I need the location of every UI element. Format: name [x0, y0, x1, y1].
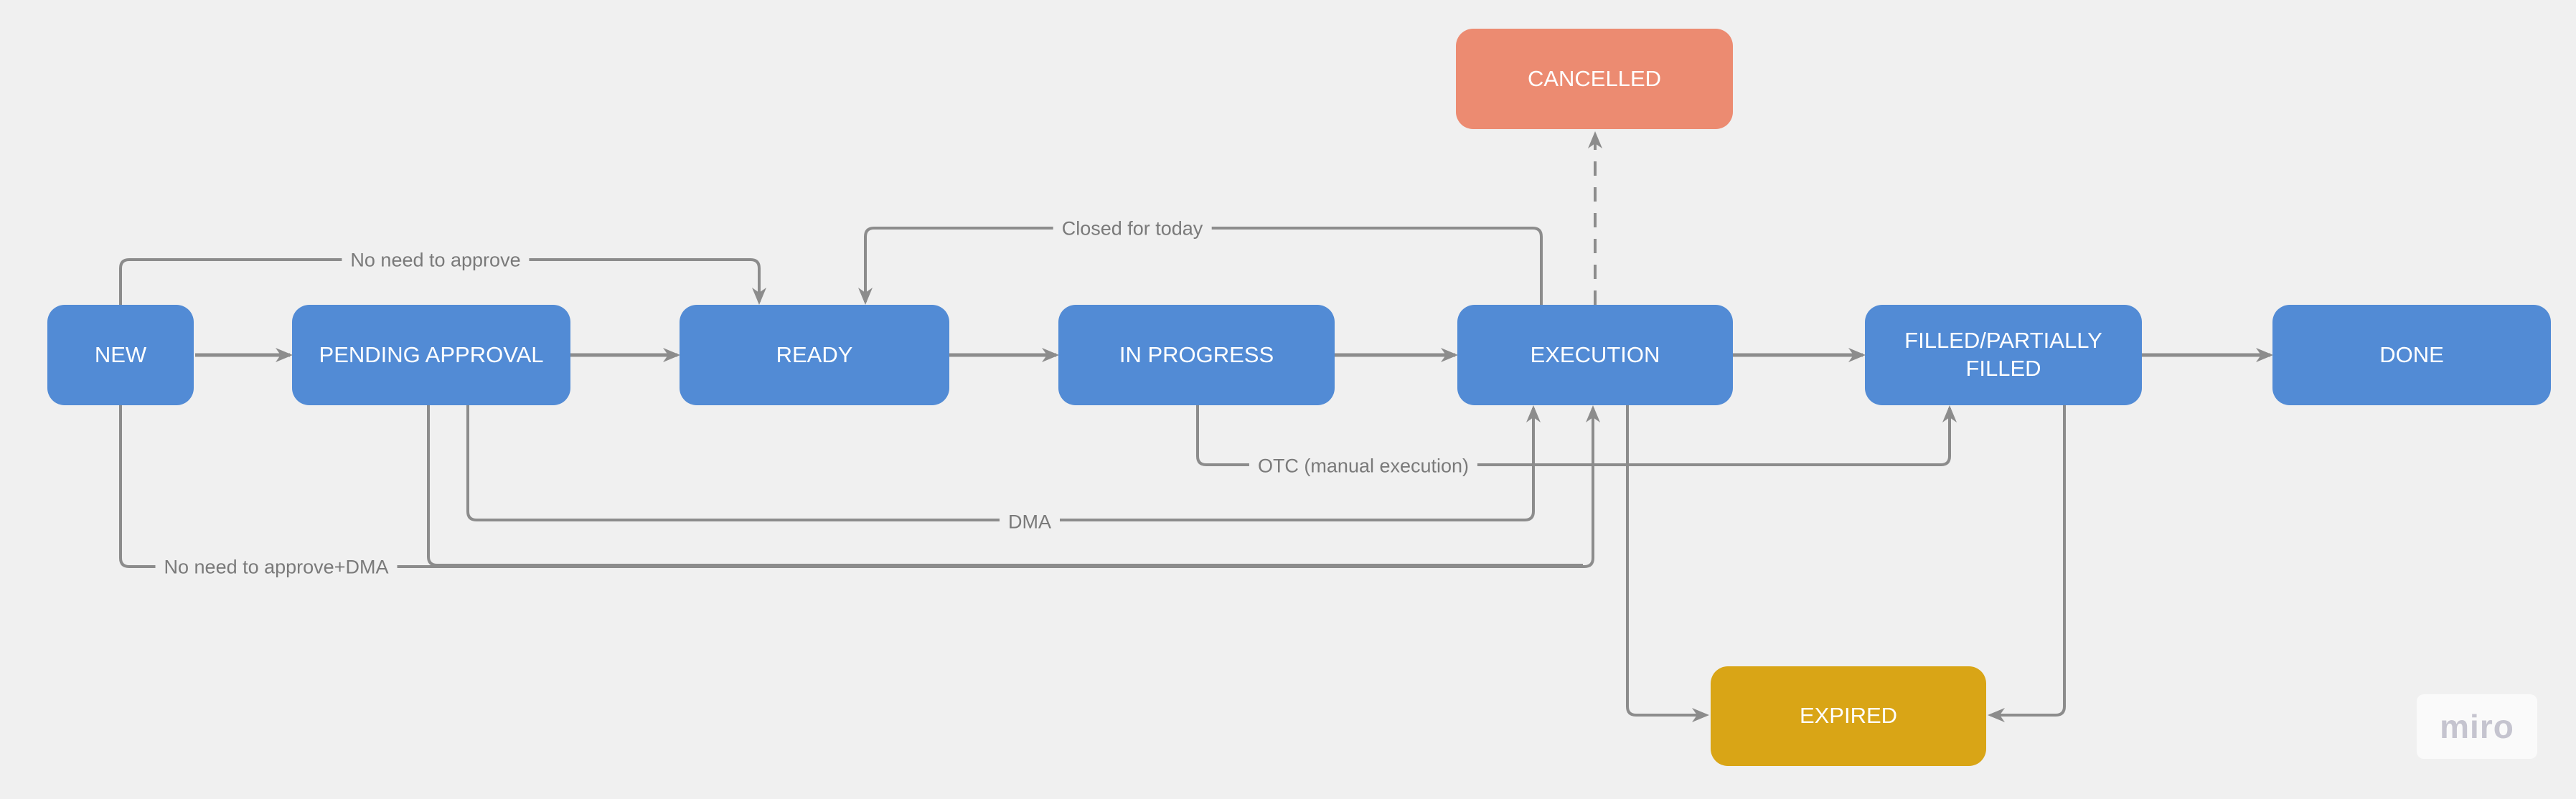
node-ready[interactable]: READY	[680, 305, 949, 405]
node-done[interactable]: DONE	[2272, 305, 2551, 405]
edge-label-otc-manual-execution[interactable]: OTC (manual execution)	[1249, 453, 1478, 479]
node-filled-partially-filled[interactable]: FILLED/PARTIALLY FILLED	[1865, 305, 2142, 405]
node-expired[interactable]: EXPIRED	[1711, 666, 1986, 766]
edge-label-dma[interactable]: DMA	[1000, 509, 1060, 535]
edge-label-no-need-to-approve[interactable]: No need to approve	[342, 247, 530, 273]
edge-filled-to-expired[interactable]	[1988, 405, 2066, 722]
edge-label-no-need-to-approve-dma[interactable]: No need to approve+DMA	[155, 554, 398, 580]
edge-label-closed-for-today[interactable]: Closed for today	[1053, 216, 1212, 242]
edge-execution-to-expired[interactable]	[1626, 405, 1709, 722]
miro-watermark: miro	[2417, 694, 2537, 759]
edge-pending-merge-line[interactable]	[427, 405, 1583, 567]
node-execution[interactable]: EXECUTION	[1457, 305, 1733, 405]
node-in-progress[interactable]: IN PROGRESS	[1058, 305, 1335, 405]
miro-watermark-text: miro	[2440, 708, 2514, 745]
node-cancelled[interactable]: CANCELLED	[1456, 29, 1733, 129]
node-new[interactable]: NEW	[47, 305, 194, 405]
edge-inprogress-to-filled-otc[interactable]	[1196, 405, 1957, 466]
node-pending-approval[interactable]: PENDING APPROVAL	[292, 305, 570, 405]
edge-new-to-execution-no-need-approve-dma[interactable]	[119, 405, 1600, 568]
